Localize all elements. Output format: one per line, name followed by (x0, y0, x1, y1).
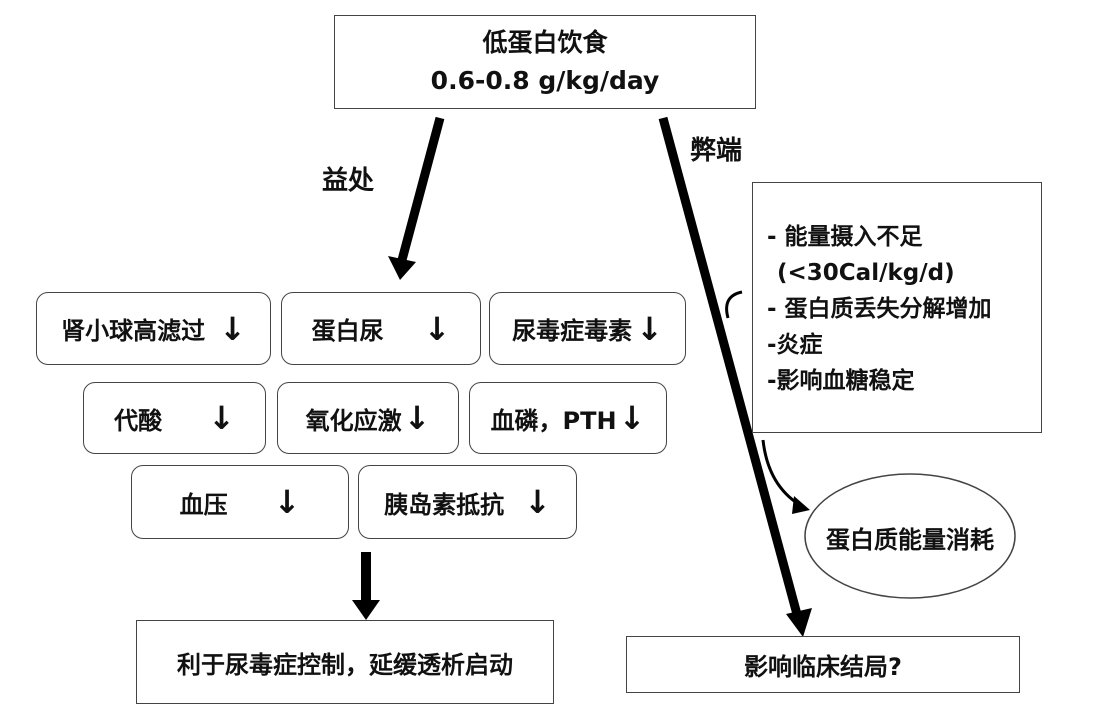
benefit-text: 血压 (179, 490, 228, 519)
benefit-box-glomerular-hyperfiltration: 肾小球高滤过 ↓ (36, 292, 271, 365)
benefit-result-box: 利于尿毒症控制，延缓透析启动 (136, 620, 554, 704)
benefit-text: 血磷，PTH (490, 406, 617, 435)
benefit-box-phosphate-pth: 血磷，PTH ↓ (469, 382, 667, 454)
benefit-box-uremic-toxins: 尿毒症毒素 ↓ (489, 292, 686, 365)
drawback-item: - 蛋白质丢失分解增加 (767, 296, 992, 322)
down-arrow-icon: ↓ (524, 483, 551, 521)
diet-title: 低蛋白饮食 (482, 28, 608, 57)
benefit-box-blood-pressure: 血压 ↓ (131, 465, 349, 539)
diet-dose: 0.6-0.8 g/kg/day (430, 66, 660, 95)
drawback-item: (<30Cal/kg/d) (777, 260, 955, 286)
drawback-arrow (658, 116, 803, 620)
drawback-item: -影响血糖稳定 (767, 368, 915, 394)
down-arrow-icon: ↓ (273, 483, 301, 521)
down-arrow-icon: ↓ (423, 309, 451, 348)
drawback-effect-text: 蛋白质能量消耗 (826, 526, 994, 554)
benefit-text: 尿毒症毒素 (512, 317, 633, 345)
down-arrow-icon: ↓ (636, 309, 663, 348)
benefit-text: 肾小球高滤过 (61, 317, 206, 345)
benefit-text: 蛋白尿 (311, 317, 384, 345)
drawback-result-box: 影响临床结局? (626, 636, 1020, 693)
benefit-result-text: 利于尿毒症控制，延缓透析启动 (177, 650, 513, 679)
down-arrow-icon: ↓ (403, 399, 431, 437)
benefit-box-proteinuria: 蛋白尿 ↓ (281, 292, 481, 365)
drawback-item: - 能量摄入不足 (767, 224, 923, 250)
drawback-result-text: 影响临床结局? (744, 653, 902, 681)
diet-box: 低蛋白饮食 0.6-0.8 g/kg/day (334, 15, 756, 109)
result-arrow-head (352, 600, 380, 620)
effect-curve-arrowhead (792, 496, 810, 514)
benefit-arrow-head (388, 256, 416, 280)
drawback-brace (725, 290, 743, 319)
benefit-box-oxidative-stress: 氧化应激 ↓ (277, 382, 459, 454)
drawback-list-box: - 能量摄入不足 (<30Cal/kg/d) - 蛋白质丢失分解增加 -炎症 -… (752, 182, 1042, 433)
drawback-arrow-head (786, 608, 812, 637)
benefit-arrow (397, 116, 445, 262)
drawback-effect-ellipse (804, 473, 1016, 599)
benefit-text: 胰岛素抵抗 (384, 490, 505, 519)
drawback-label: 弊端 (690, 136, 743, 166)
benefit-text: 氧化应激 (305, 406, 402, 435)
down-arrow-icon: ↓ (219, 309, 246, 348)
benefit-label: 益处 (322, 166, 375, 196)
down-arrow-icon: ↓ (618, 399, 646, 437)
benefit-box-insulin-resistance: 胰岛素抵抗 ↓ (358, 465, 577, 539)
down-arrow-icon: ↓ (208, 399, 235, 437)
benefit-text: 代酸 (114, 406, 163, 435)
benefit-box-metabolic-acidosis: 代酸 ↓ (83, 382, 266, 454)
drawback-item: -炎症 (767, 332, 823, 358)
